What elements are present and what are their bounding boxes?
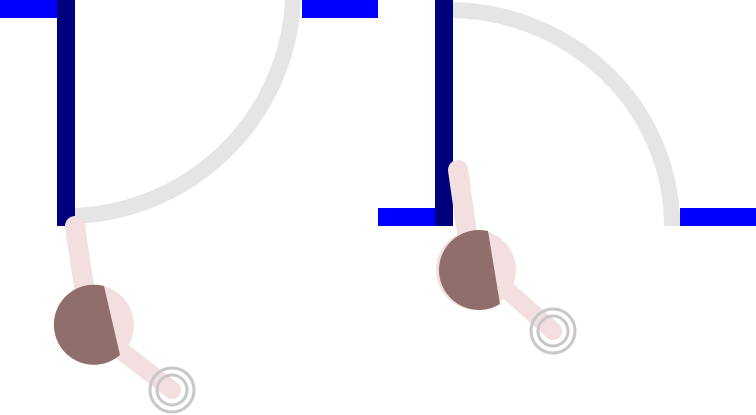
target-ring-icon — [529, 307, 577, 355]
panel-left — [0, 0, 378, 414]
door-leaf-icon — [57, 0, 75, 226]
wall-right-segment-icon — [302, 0, 378, 18]
panel-right — [378, 0, 756, 355]
person-head-dark-icon — [53, 284, 120, 365]
person-upper-arm-icon — [448, 160, 478, 250]
door-swing-arc-icon — [65, 0, 301, 225]
door-swing-arc-icon — [447, 2, 680, 227]
person-head-dark-icon — [438, 229, 500, 310]
wall-left-segment-icon — [0, 0, 66, 18]
person-icon — [436, 229, 516, 310]
wall-right-segment-icon — [680, 208, 756, 226]
door-leaf-icon — [435, 0, 453, 226]
target-ring-icon — [148, 366, 196, 414]
wall-left-segment-icon — [378, 208, 444, 226]
person-icon — [53, 284, 134, 365]
